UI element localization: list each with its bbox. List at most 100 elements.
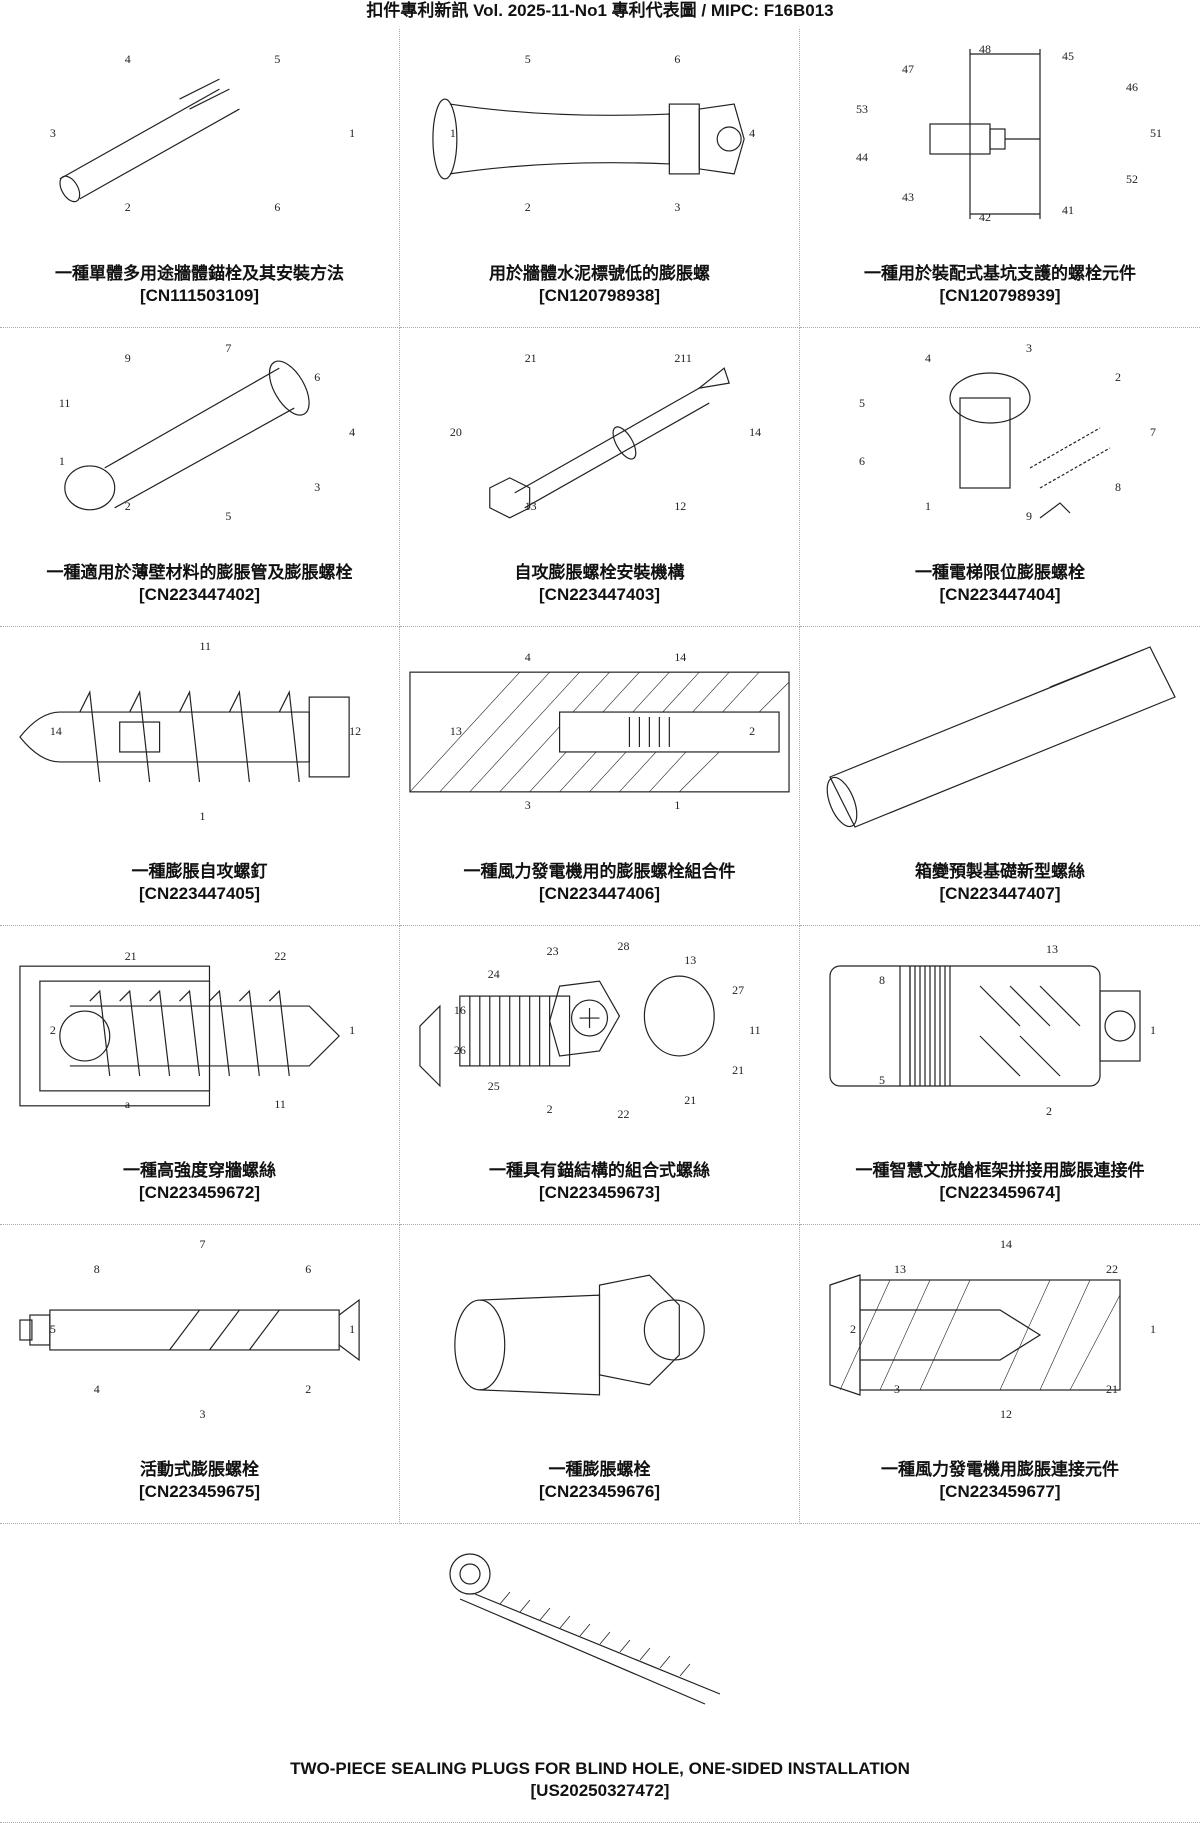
reference-numeral: 24 — [488, 967, 500, 981]
reference-numeral: 5 — [879, 1073, 885, 1087]
reference-numeral: 1 — [925, 499, 931, 513]
patent-grid: 162345 一種單體多用途牆體錨栓及其安裝方法 [CN111503109] 4… — [0, 29, 1200, 1823]
patent-title: 一種智慧文旅艙框架拼接用膨脹連接件 — [856, 1160, 1145, 1182]
patent-figure: 125813 — [800, 926, 1200, 1139]
reference-numeral: 13 — [525, 499, 537, 513]
reference-numeral: 22 — [617, 1107, 629, 1121]
reference-numeral: 28 — [617, 939, 629, 953]
patent-number: [CN223459677] — [940, 1481, 1061, 1503]
patent-figure — [400, 1225, 799, 1438]
reference-numeral: 1 — [200, 809, 206, 823]
patent-figure: 1211411 — [0, 627, 399, 840]
patent-caption: 一種用於裝配式基坑支護的螺栓元件 [CN120798939] — [800, 242, 1200, 327]
reference-numeral: 12 — [674, 499, 686, 513]
reference-numeral: 9 — [1026, 509, 1032, 523]
page-title: 扣件專利新訊 Vol. 2025-11-No1 專利代表圖 / MIPC: F1… — [0, 0, 1200, 28]
reference-numeral: 3 — [525, 798, 531, 812]
patent-title: 自攻膨脹螺栓安裝機構 — [515, 562, 685, 584]
patent-drawing: 5152414243445347484546 — [800, 29, 1200, 242]
reference-numeral: 26 — [454, 1043, 466, 1057]
reference-numeral: 5 — [525, 52, 531, 66]
reference-numeral: 27 — [732, 983, 744, 997]
reference-numeral: 51 — [1150, 126, 1162, 140]
patent-title: 一種高強度穿牆螺絲 — [123, 1160, 276, 1182]
patent-drawing: 21313414 — [400, 627, 799, 840]
reference-numeral: 11 — [274, 1097, 286, 1111]
reference-numeral: 13 — [1046, 942, 1058, 956]
reference-numeral: 11 — [749, 1023, 761, 1037]
patent-number: [CN223459675] — [139, 1481, 260, 1503]
reference-numeral: 13 — [684, 953, 696, 967]
reference-numeral: 2 — [1046, 1104, 1052, 1118]
patent-cell: 箱變預製基礎新型螺絲 [CN223447407] — [800, 627, 1200, 926]
reference-numeral: 21 — [525, 351, 537, 365]
reference-numeral: 4 — [925, 351, 931, 365]
patent-number: [CN120798939] — [940, 285, 1061, 307]
reference-numeral: 22 — [274, 949, 286, 963]
patent-number: [CN223447405] — [139, 883, 260, 905]
reference-numeral: 8 — [879, 973, 885, 987]
reference-numeral: 25 — [488, 1079, 500, 1093]
patent-drawing — [400, 1225, 799, 1438]
patent-cell: 789165432 一種電梯限位膨脹螺栓 [CN223447404] — [800, 328, 1200, 627]
reference-numeral: 21 — [684, 1093, 696, 1107]
reference-numeral: 9 — [125, 351, 131, 365]
reference-numeral: 8 — [1115, 480, 1121, 494]
patent-drawing: 125813 — [800, 926, 1200, 1139]
patent-cell: 162345 一種單體多用途牆體錨栓及其安裝方法 [CN111503109] — [0, 29, 400, 328]
reference-numeral: 13 — [450, 724, 462, 738]
patent-drawing: 1121212222526162423281327 — [400, 926, 799, 1139]
patent-title: 一種單體多用途牆體錨栓及其安裝方法 — [55, 263, 344, 285]
patent-caption: 用於牆體水泥標號低的膨脹螺 [CN120798938] — [400, 242, 799, 327]
patent-cell: 1121212222526162423281327 一種具有錨結構的組合式螺絲 … — [400, 926, 800, 1225]
reference-numeral: 6 — [305, 1262, 311, 1276]
reference-numeral: 5 — [225, 509, 231, 523]
reference-numeral: 5 — [859, 396, 865, 410]
patent-caption: 一種膨脹螺栓 [CN223459676] — [400, 1438, 799, 1523]
patent-drawing: 789165432 — [800, 328, 1200, 541]
patent-cell: 12345876 活動式膨脹螺栓 [CN223459675] — [0, 1225, 400, 1524]
reference-numeral: 7 — [200, 1237, 206, 1251]
reference-numeral: 1 — [349, 1023, 355, 1037]
reference-numeral: 14 — [1000, 1237, 1012, 1251]
reference-numeral: 6 — [674, 52, 680, 66]
patent-cell: 125813 一種智慧文旅艙框架拼接用膨脹連接件 [CN223459674] — [800, 926, 1200, 1225]
patent-title: TWO-PIECE SEALING PLUGS FOR BLIND HOLE, … — [290, 1758, 910, 1780]
patent-caption: 一種具有錨結構的組合式螺絲 [CN223459673] — [400, 1139, 799, 1224]
reference-numeral: 43 — [902, 190, 914, 204]
reference-numeral: 1 — [674, 798, 680, 812]
patent-title: 一種用於裝配式基坑支護的螺栓元件 — [864, 263, 1136, 285]
reference-numeral: 8 — [94, 1262, 100, 1276]
patent-drawing: 1211411 — [0, 627, 399, 840]
reference-numeral: 12 — [1000, 1407, 1012, 1421]
patent-number: [CN223459676] — [539, 1481, 660, 1503]
patent-caption: 一種高強度穿牆螺絲 [CN223459672] — [0, 1139, 399, 1224]
reference-numeral: 20 — [450, 425, 462, 439]
reference-numeral: 47 — [902, 62, 914, 76]
patent-cell: 1211411 一種膨脹自攻螺釘 [CN223447405] — [0, 627, 400, 926]
patent-drawing: 4352111976 — [0, 328, 399, 541]
patent-figure — [800, 627, 1200, 840]
patent-caption: 一種膨脹自攻螺釘 [CN223447405] — [0, 840, 399, 925]
patent-caption: 一種智慧文旅艙框架拼接用膨脹連接件 [CN223459674] — [800, 1139, 1200, 1224]
reference-numeral: 21 — [1106, 1382, 1118, 1396]
patent-title: 活動式膨脹螺栓 — [140, 1459, 259, 1481]
reference-numeral: 1 — [349, 126, 355, 140]
reference-numeral: 2 — [850, 1322, 856, 1336]
reference-numeral: 4 — [125, 52, 131, 66]
reference-numeral: 3 — [1026, 341, 1032, 355]
patent-figure: 789165432 — [800, 328, 1200, 541]
patent-cell: 432156 用於牆體水泥標號低的膨脹螺 [CN120798938] — [400, 29, 800, 328]
patent-figure: 1412132021211 — [400, 328, 799, 541]
patent-number: [CN223459673] — [539, 1182, 660, 1204]
reference-numeral: 23 — [547, 944, 559, 958]
reference-numeral: 3 — [50, 126, 56, 140]
patent-number: [US20250327472] — [531, 1780, 670, 1802]
patent-drawing: 1412132021211 — [400, 328, 799, 541]
patent-number: [CN111503109] — [140, 285, 259, 307]
patent-number: [CN223447406] — [539, 883, 660, 905]
patent-caption: TWO-PIECE SEALING PLUGS FOR BLIND HOLE, … — [0, 1737, 1200, 1822]
patent-title: 一種具有錨結構的組合式螺絲 — [489, 1160, 710, 1182]
patent-caption: 自攻膨脹螺栓安裝機構 [CN223447403] — [400, 541, 799, 626]
patent-figure: 12345876 — [0, 1225, 399, 1438]
